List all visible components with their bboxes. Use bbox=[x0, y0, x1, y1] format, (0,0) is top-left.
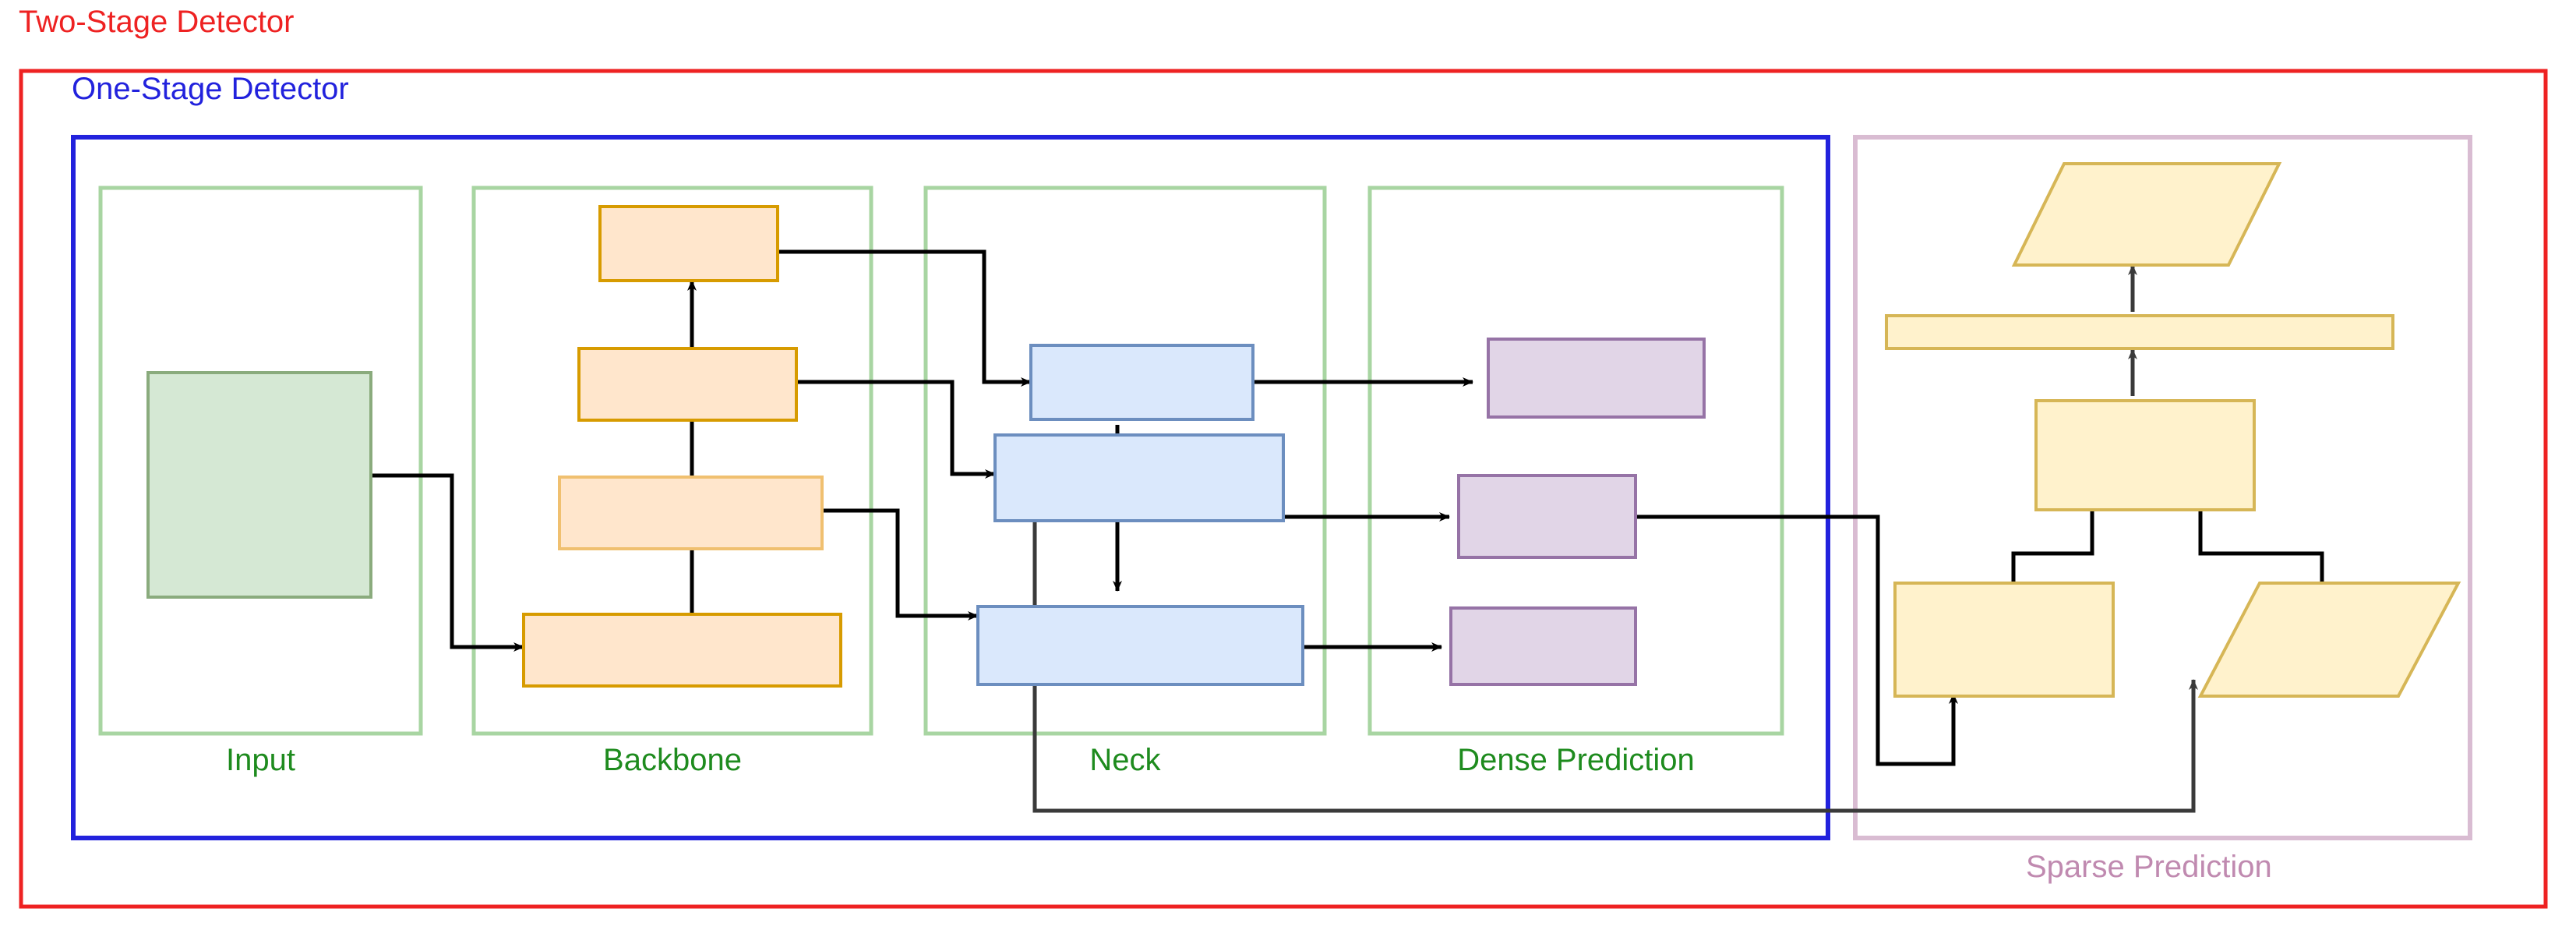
sparse-output-parallelogram[interactable] bbox=[2011, 162, 2282, 267]
group-label-dense-prediction: Dense Prediction bbox=[1457, 743, 1695, 777]
neck-level-bottom[interactable] bbox=[976, 605, 1304, 686]
group-box-input bbox=[98, 186, 423, 736]
dense-head-top[interactable] bbox=[1487, 338, 1706, 419]
one-stage-detector-label: One-Stage Detector bbox=[72, 72, 349, 106]
connector-dense-middle-to-sparse-left bbox=[1636, 514, 1958, 766]
sparse-bottom-left-rect[interactable] bbox=[1893, 582, 2115, 698]
group-box-dense-prediction bbox=[1367, 186, 1784, 736]
sparse-bottom-right-parallelogram[interactable] bbox=[2197, 582, 2461, 698]
group-label-backbone: Backbone bbox=[603, 743, 742, 777]
backbone-stage-4[interactable] bbox=[598, 205, 779, 282]
group-box-backbone bbox=[471, 186, 873, 736]
connector-sparse-br-to-mid bbox=[2196, 481, 2324, 592]
group-label-neck: Neck bbox=[1089, 743, 1161, 777]
group-label-input: Input bbox=[226, 743, 295, 777]
backbone-stage-3[interactable] bbox=[577, 347, 798, 422]
group-box-neck bbox=[923, 186, 1327, 736]
dense-head-bottom[interactable] bbox=[1449, 606, 1637, 686]
two-stage-detector-frame bbox=[19, 69, 2548, 909]
dense-head-middle[interactable] bbox=[1457, 474, 1637, 559]
one-stage-detector-frame bbox=[71, 135, 1830, 840]
input-image-block[interactable] bbox=[146, 371, 372, 599]
connector-backbone-2-to-neck-bottom bbox=[822, 508, 979, 621]
connector-sparse-bl-to-mid bbox=[2011, 481, 2097, 592]
backbone-stage-1[interactable] bbox=[522, 613, 842, 688]
neck-level-top[interactable] bbox=[1029, 344, 1254, 421]
sparse-prediction-frame bbox=[1853, 135, 2472, 840]
connector-backbone-top-to-neck-top bbox=[777, 249, 1032, 387]
sparse-middle-rect[interactable] bbox=[2034, 399, 2256, 511]
connector-input-to-backbone bbox=[370, 473, 524, 652]
connector-backbone-3-to-neck-middle bbox=[796, 380, 996, 479]
sparse-prediction-label: Sparse Prediction bbox=[2026, 850, 2272, 884]
neck-level-middle[interactable] bbox=[993, 433, 1285, 522]
sparse-thin-bar[interactable] bbox=[1885, 314, 2394, 350]
two-stage-detector-label: Two-Stage Detector bbox=[19, 5, 295, 39]
backbone-stage-2[interactable] bbox=[558, 476, 824, 550]
